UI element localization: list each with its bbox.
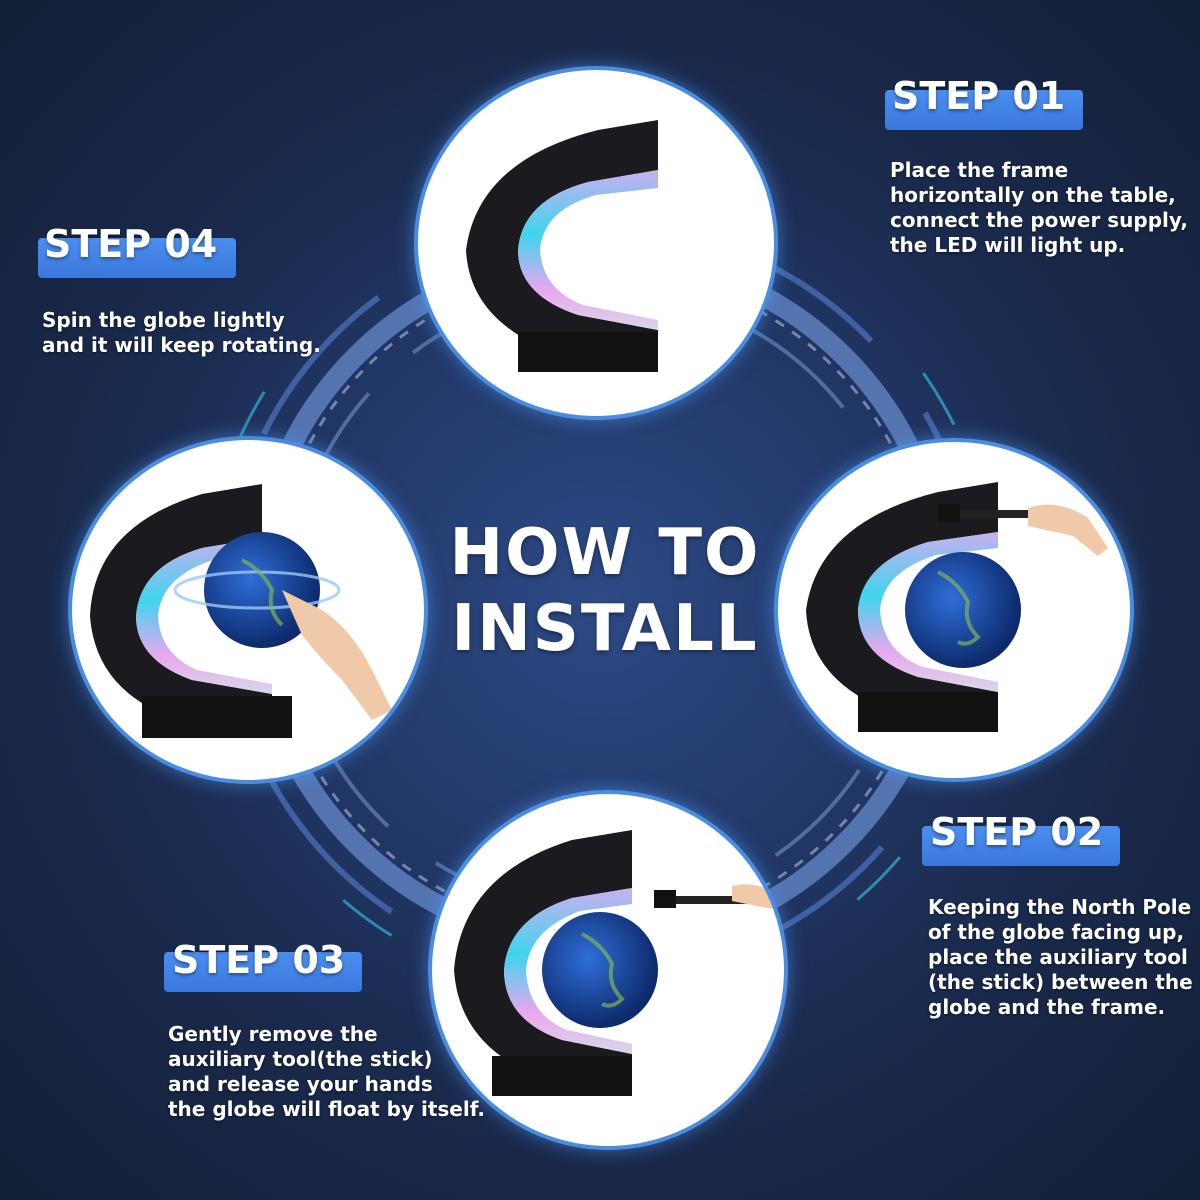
step-02-description: Keeping the North Pole of the globe faci… [928,895,1193,1019]
step-04-description: Spin the globe lightly and it will keep … [42,308,321,357]
title-line-1: HOW TO [449,516,761,590]
step-03-description: Gently remove the auxiliary tool(the sti… [168,1022,485,1121]
step-02-label: STEP 02 [930,810,1104,854]
globe-floating-remove-stick-icon [454,830,772,1096]
title-line-2: INSTALL [451,592,759,666]
page-title: HOW TO INSTALL [440,515,770,667]
globe-spinning-hand-icon [90,484,392,738]
globe-with-stick-icon [806,482,1108,732]
step-01-image [418,70,774,416]
step-04-label: STEP 04 [44,222,218,266]
step-04-badge [38,238,236,278]
step-01-badge [885,90,1083,130]
step-03-badge [164,952,362,992]
step-01-description: Place the frame horizontally on the tabl… [890,158,1188,257]
step-04-image [72,440,424,780]
step-01-label: STEP 01 [892,74,1066,118]
step-03-label: STEP 03 [172,938,346,982]
step-02-badge [922,826,1120,866]
c-frame-led-icon [466,120,658,372]
step-02-image [778,442,1130,778]
step-03-image [432,794,784,1146]
